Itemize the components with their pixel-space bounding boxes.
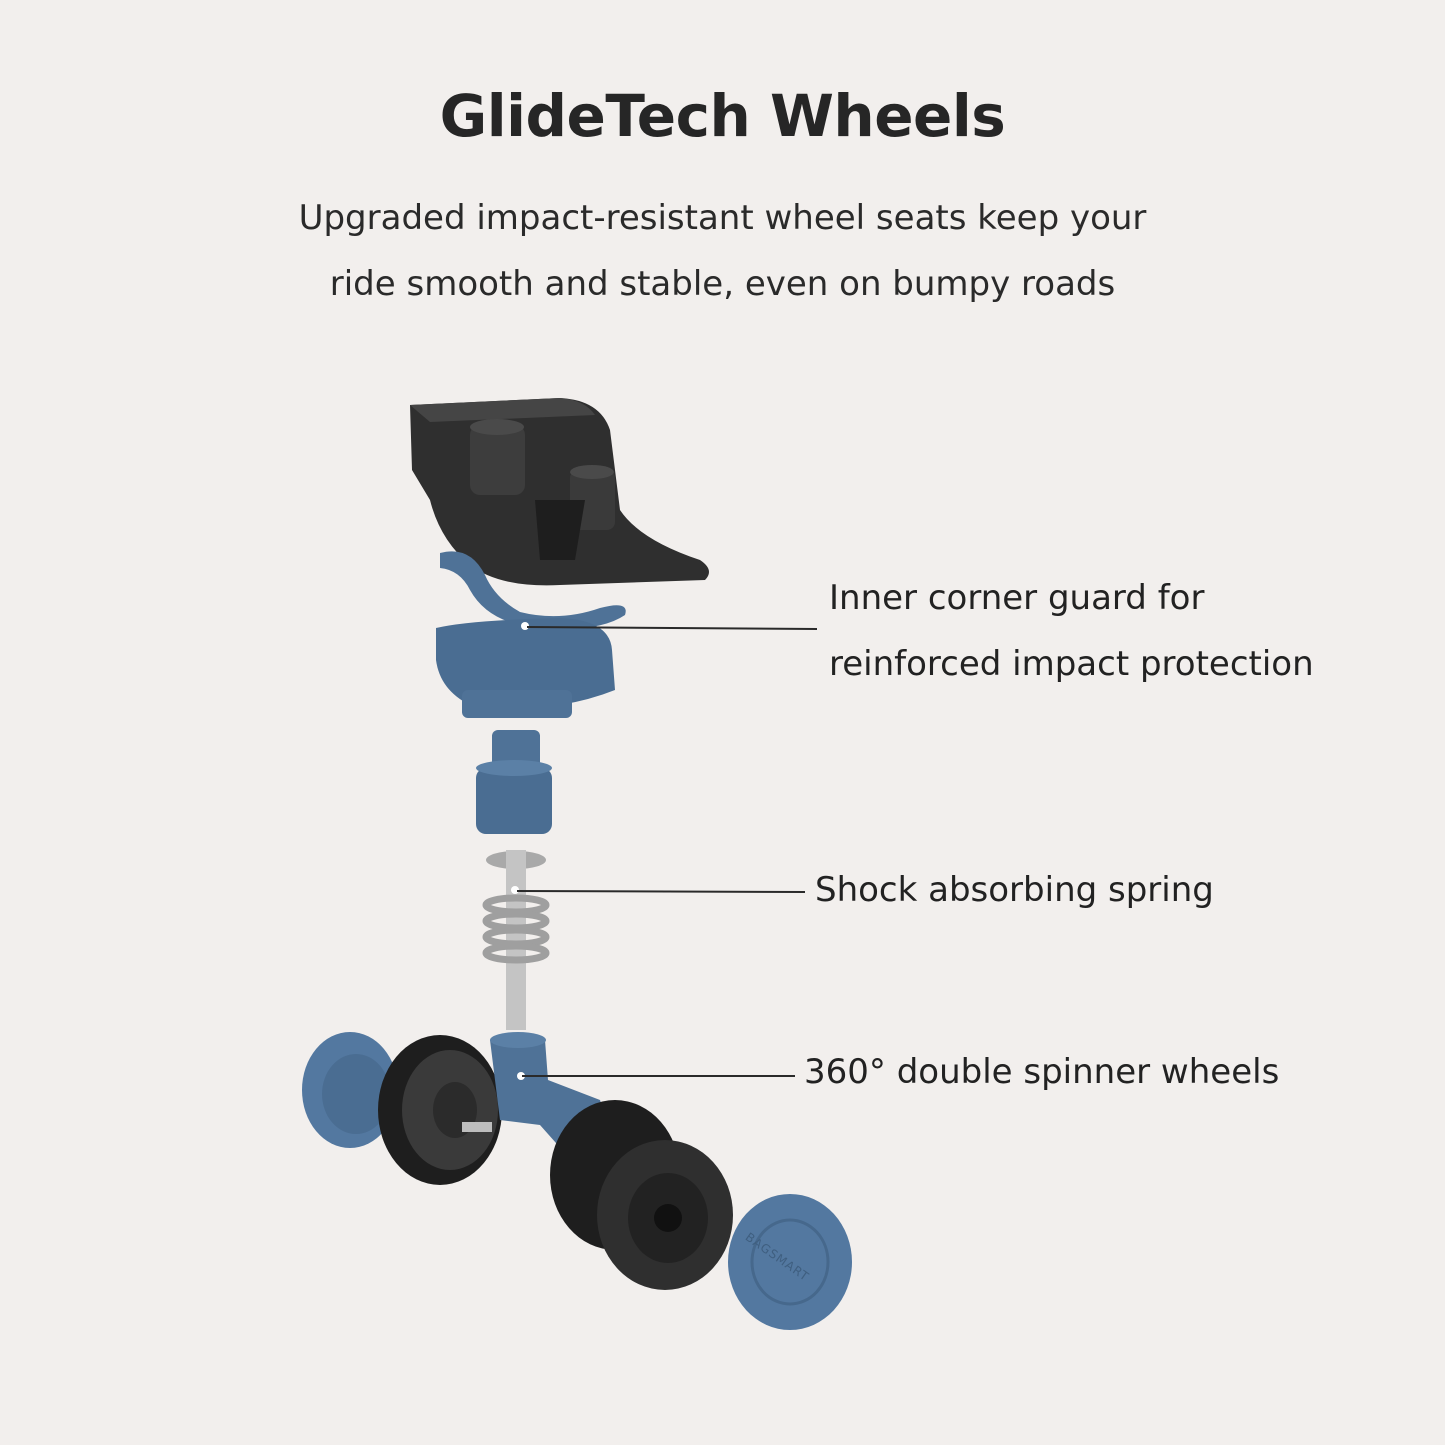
callout-spring: Shock absorbing spring: [815, 870, 1214, 910]
callout-corner-guard-line1: Inner corner guard for: [829, 578, 1205, 618]
subtitle-line-2: ride smooth and stable, even on bumpy ro…: [329, 264, 1116, 304]
callout-lines: [516, 626, 818, 1077]
page-title: GlideTech Wheels: [439, 82, 1006, 150]
subtitle-line-1: Upgraded impact-resistant wheel seats ke…: [298, 198, 1147, 238]
shock-spring: [482, 850, 550, 1030]
bushing: [476, 730, 552, 834]
spinner-wheels: [302, 1032, 852, 1330]
callout-wheels: 360° double spinner wheels: [804, 1052, 1280, 1092]
callout-corner-guard-line2: reinforced impact protection: [829, 644, 1314, 684]
wheel-seat-housing: [410, 398, 709, 586]
inner-corner-guard: [436, 551, 626, 718]
